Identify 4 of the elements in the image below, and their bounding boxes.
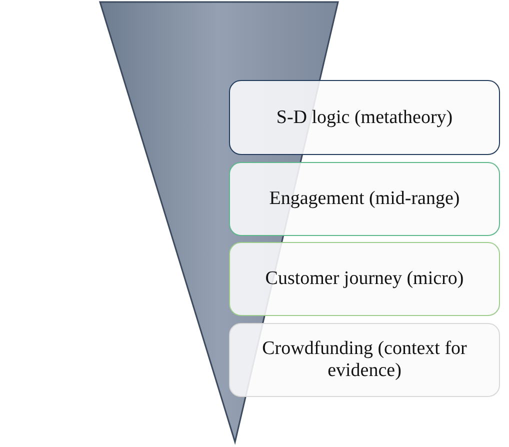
level-box: Engagement (mid-range) xyxy=(229,162,500,236)
level-box: S-D logic (metatheory) xyxy=(229,80,500,155)
level-box: Crowdfunding (context for evidence) xyxy=(229,323,500,397)
level-box: Customer journey (micro) xyxy=(229,242,500,316)
